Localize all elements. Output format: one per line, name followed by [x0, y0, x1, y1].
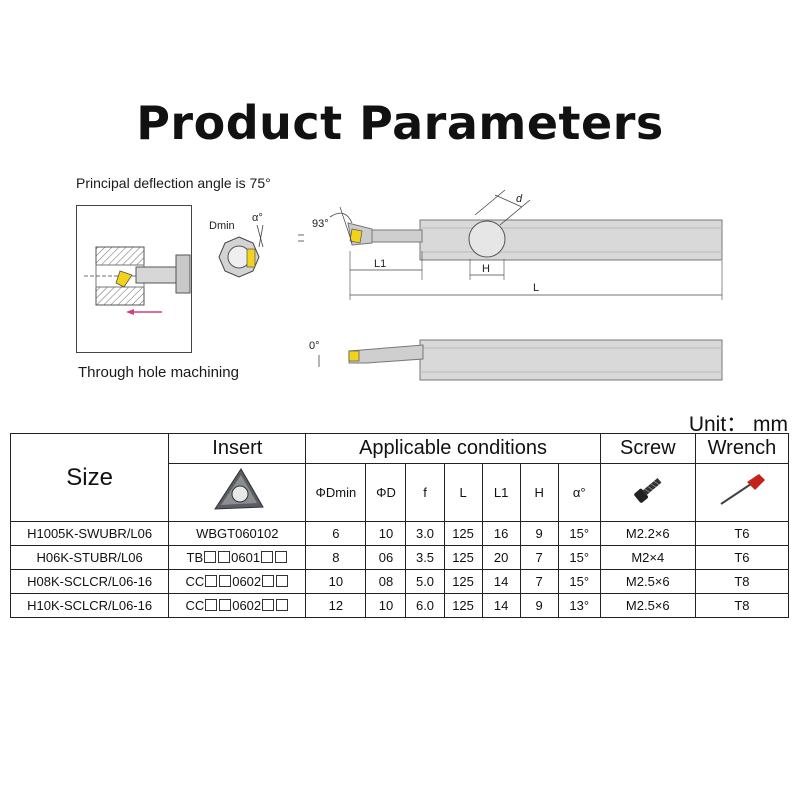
col-l1: L1 — [481, 463, 521, 522]
insert-header: Insert — [168, 433, 307, 464]
f-cell: 3.5 — [405, 545, 445, 570]
insert-cell: WBGT060102 — [168, 521, 307, 546]
conditions-header: Applicable conditions — [305, 433, 601, 464]
tool-side-view-diagram: d 93° L1 H L — [298, 189, 723, 300]
dmin-label: Dmin — [209, 220, 235, 232]
dmin-cell: 8 — [305, 545, 367, 570]
d-cell: 10 — [365, 521, 407, 546]
through-hole-machining-diagram — [76, 205, 192, 353]
screw-cell: M2.5×6 — [599, 593, 696, 618]
col-l: L — [443, 463, 483, 522]
tool-zero-angle-view-diagram: 0° — [309, 339, 723, 381]
insert-icon — [214, 468, 265, 510]
dmin-cell: 6 — [305, 521, 367, 546]
through-hole-caption: Through hole machining — [78, 364, 239, 381]
h-cell: 7 — [519, 545, 559, 570]
wrench-cell: T6 — [694, 521, 790, 546]
l1-cell: 16 — [481, 521, 521, 546]
f-cell: 6.0 — [405, 593, 445, 618]
parameters-table: Size Insert Applicable conditions Screw … — [9, 433, 790, 618]
dmin-cell: 12 — [305, 593, 367, 618]
col-f: f — [405, 463, 445, 522]
h-cell: 9 — [519, 521, 559, 546]
wrench-cell: T8 — [694, 593, 790, 618]
d-label: d — [516, 193, 523, 205]
size-header: Size — [9, 433, 170, 522]
l-cell: 125 — [443, 545, 483, 570]
wrench-cell: T8 — [694, 569, 790, 594]
wrench-icon — [720, 474, 765, 505]
alpha-label: α° — [252, 212, 263, 224]
page-title: Product Parameters — [136, 96, 664, 150]
insert-image-cell — [168, 463, 307, 522]
deflection-angle-caption: Principal deflection angle is 75° — [76, 175, 271, 191]
size-cell: H1005K-SWUBR/L06 — [9, 521, 170, 546]
col-d: ΦD — [365, 463, 407, 522]
l1-label: L1 — [374, 258, 386, 270]
l1-cell: 20 — [481, 545, 521, 570]
wrench-cell: T6 — [694, 545, 790, 570]
f-cell: 5.0 — [405, 569, 445, 594]
size-cell: H06K-STUBR/L06 — [9, 545, 170, 570]
wrench-header: Wrench — [694, 433, 790, 464]
angle-93-label: 93° — [312, 218, 329, 230]
table-row: H1005K-SWUBR/L06 WBGT060102 6 10 3.0 125… — [9, 521, 790, 546]
l1-cell: 14 — [481, 569, 521, 594]
d-cell: 08 — [365, 569, 407, 594]
l1-cell: 14 — [481, 593, 521, 618]
d-cell: 06 — [365, 545, 407, 570]
h-cell: 9 — [519, 593, 559, 618]
alpha-cell: 15° — [557, 521, 601, 546]
screw-cell: M2.5×6 — [599, 569, 696, 594]
angle-0-label: 0° — [309, 340, 320, 352]
end-view-diagram: Dmin α° — [209, 212, 264, 278]
screw-header: Screw — [599, 433, 696, 464]
d-cell: 10 — [365, 593, 407, 618]
f-cell: 3.0 — [405, 521, 445, 546]
screw-cell: M2×4 — [599, 545, 696, 570]
l-cell: 125 — [443, 521, 483, 546]
l-label: L — [533, 282, 539, 294]
size-cell: H10K-SCLCR/L06-16 — [9, 593, 170, 618]
h-cell: 7 — [519, 569, 559, 594]
col-dmin: ΦDmin — [305, 463, 367, 522]
size-cell: H08K-SCLCR/L06-16 — [9, 569, 170, 594]
alpha-cell: 15° — [557, 545, 601, 570]
wrench-image-cell — [694, 463, 790, 522]
screw-icon — [634, 478, 662, 503]
l-cell: 125 — [443, 593, 483, 618]
unit-label: Unit： mm — [688, 413, 788, 436]
screw-cell: M2.2×6 — [599, 521, 696, 546]
screw-image-cell — [599, 463, 696, 522]
alpha-cell: 15° — [557, 569, 601, 594]
col-h: H — [519, 463, 559, 522]
tool-shank — [419, 219, 723, 261]
col-alpha: α° — [557, 463, 601, 522]
l-cell: 125 — [443, 569, 483, 594]
h-label: H — [482, 263, 490, 275]
insert-yellow — [349, 228, 363, 244]
dmin-cell: 10 — [305, 569, 367, 594]
alpha-cell: 13° — [557, 593, 601, 618]
